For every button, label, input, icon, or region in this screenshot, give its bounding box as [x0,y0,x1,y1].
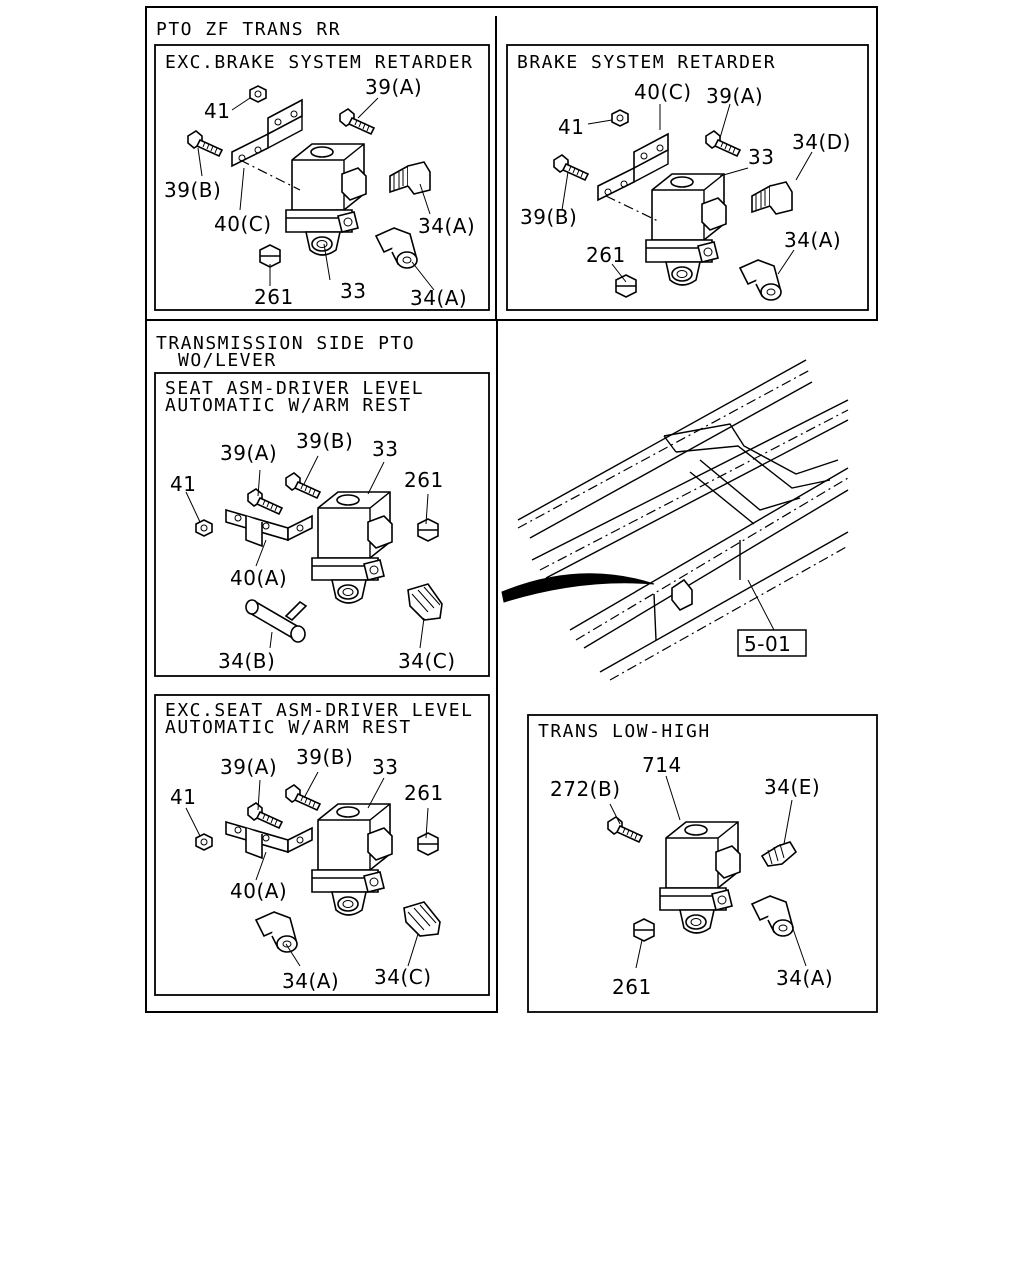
callout-41: 41 [170,472,196,496]
plug-261 [259,244,281,268]
elbow-34a [751,895,794,937]
chassis-frame-view: 5-01 [501,359,849,681]
callout-41: 41 [558,115,584,139]
callout-261: 261 [254,285,294,309]
callout-39b: 39(B) [164,178,221,202]
reference-box[interactable] [737,629,807,657]
callout-261: 261 [404,781,444,805]
bolt-39b [187,130,223,157]
callout-40c: 40(C) [634,80,692,104]
panel-title: EXC.BRAKE SYSTEM RETARDER [165,52,473,73]
bolt-39b [285,784,321,811]
bracket-40a [225,821,313,859]
bracket-40c [231,99,303,167]
callout-39a: 39(A) [220,755,277,779]
transmission-side-title-line1: TRANSMISSION SIDE PTO [156,333,415,354]
transmission-side-title-line2: WO/LEVER [178,350,277,371]
callout-39a: 39(A) [220,441,277,465]
valve-33 [311,491,393,604]
callout-261: 261 [404,468,444,492]
callout-261: 261 [612,975,652,999]
bolt-39a [339,108,375,135]
callout-34a: 34(A) [776,966,833,990]
panel-trans-low-high: TRANS LOW-HIGH 714 272(B) 34(E) 261 34(A… [527,714,878,1013]
callout-39b: 39(B) [520,205,577,229]
elbow-34a [255,911,298,953]
panel-seat-asm-level: SEAT ASM-DRIVER LEVEL AUTOMATIC W/ARM RE… [154,372,490,677]
elbow-34a-lower [375,227,418,269]
callout-34a: 34(A) [784,228,841,252]
callout-33: 33 [372,755,398,779]
fitting-34a-upper [389,161,431,195]
callout-272b: 272(B) [550,777,621,801]
callout-34b: 34(B) [218,649,275,673]
pto-zf-section-frame [145,6,878,321]
bolt-39a [247,488,283,515]
callout-34d: 34(D) [792,130,851,154]
bolt-39a [247,802,283,829]
pto-zf-title: PTO ZF TRANS RR [156,19,341,40]
callout-33: 33 [372,437,398,461]
panel-title-line1: EXC.SEAT ASM-DRIVER LEVEL [165,700,473,721]
panel-title: BRAKE SYSTEM RETARDER [517,52,776,73]
plug-261 [633,918,655,942]
callout-40c: 40(C) [214,212,272,236]
plug-261 [417,518,439,542]
callout-41: 41 [170,785,196,809]
nut-41 [195,519,213,537]
panel-brake-retarder: BRAKE SYSTEM RETARDER 40(C) 39(A) 41 33 … [506,44,869,311]
callout-39a: 39(A) [706,84,763,108]
callout-39a: 39(A) [365,75,422,99]
callout-34a-lower: 34(A) [410,286,467,310]
plug-261 [615,274,637,298]
panel-title-line2: AUTOMATIC W/ARM REST [165,395,412,416]
valve-33 [645,173,727,286]
plug-261 [417,832,439,856]
callout-39b: 39(B) [296,429,353,453]
bolt-39b [285,472,321,499]
reference-label: 5-01 [744,632,791,656]
washer-41 [249,85,267,103]
panel-title-line1: SEAT ASM-DRIVER LEVEL [165,378,424,399]
callout-34a-upper: 34(A) [418,214,475,238]
callout-33: 33 [748,145,774,169]
callout-33: 33 [340,279,366,303]
bolt-272b [607,816,643,843]
bracket-40a [225,509,313,547]
transmission-side-section-frame [145,319,498,1013]
panel-title: TRANS LOW-HIGH [538,721,711,742]
callout-40a: 40(A) [230,566,287,590]
valve-714 [659,821,741,934]
fitting-34d [751,181,793,215]
panel-title-line2: AUTOMATIC W/ARM REST [165,717,412,738]
elbow-34a [739,259,782,301]
tee-fitting-34b [245,599,308,643]
valve-33 [285,143,367,256]
bolt-39b [553,154,589,181]
callout-41: 41 [204,99,230,123]
callout-34a: 34(A) [282,969,339,993]
connector-34c [407,583,443,621]
washer-41 [611,109,629,127]
callout-34c: 34(C) [374,965,432,989]
valve-33 [311,803,393,916]
callout-714: 714 [642,753,682,777]
callout-261: 261 [586,243,626,267]
callout-39b: 39(B) [296,745,353,769]
panel-exc-brake-retarder: EXC.BRAKE SYSTEM RETARDER 41 39(A) 39(B)… [154,44,490,311]
highlight-wedge [501,573,655,603]
connector-34c [403,901,441,937]
callout-34e: 34(E) [764,775,820,799]
nut-41 [195,833,213,851]
bolt-39a [705,130,741,157]
callout-34c: 34(C) [398,649,456,673]
fitting-34e [760,841,798,867]
callout-40a: 40(A) [230,879,287,903]
panel-exc-seat-asm-level: EXC.SEAT ASM-DRIVER LEVEL AUTOMATIC W/AR… [154,694,490,996]
